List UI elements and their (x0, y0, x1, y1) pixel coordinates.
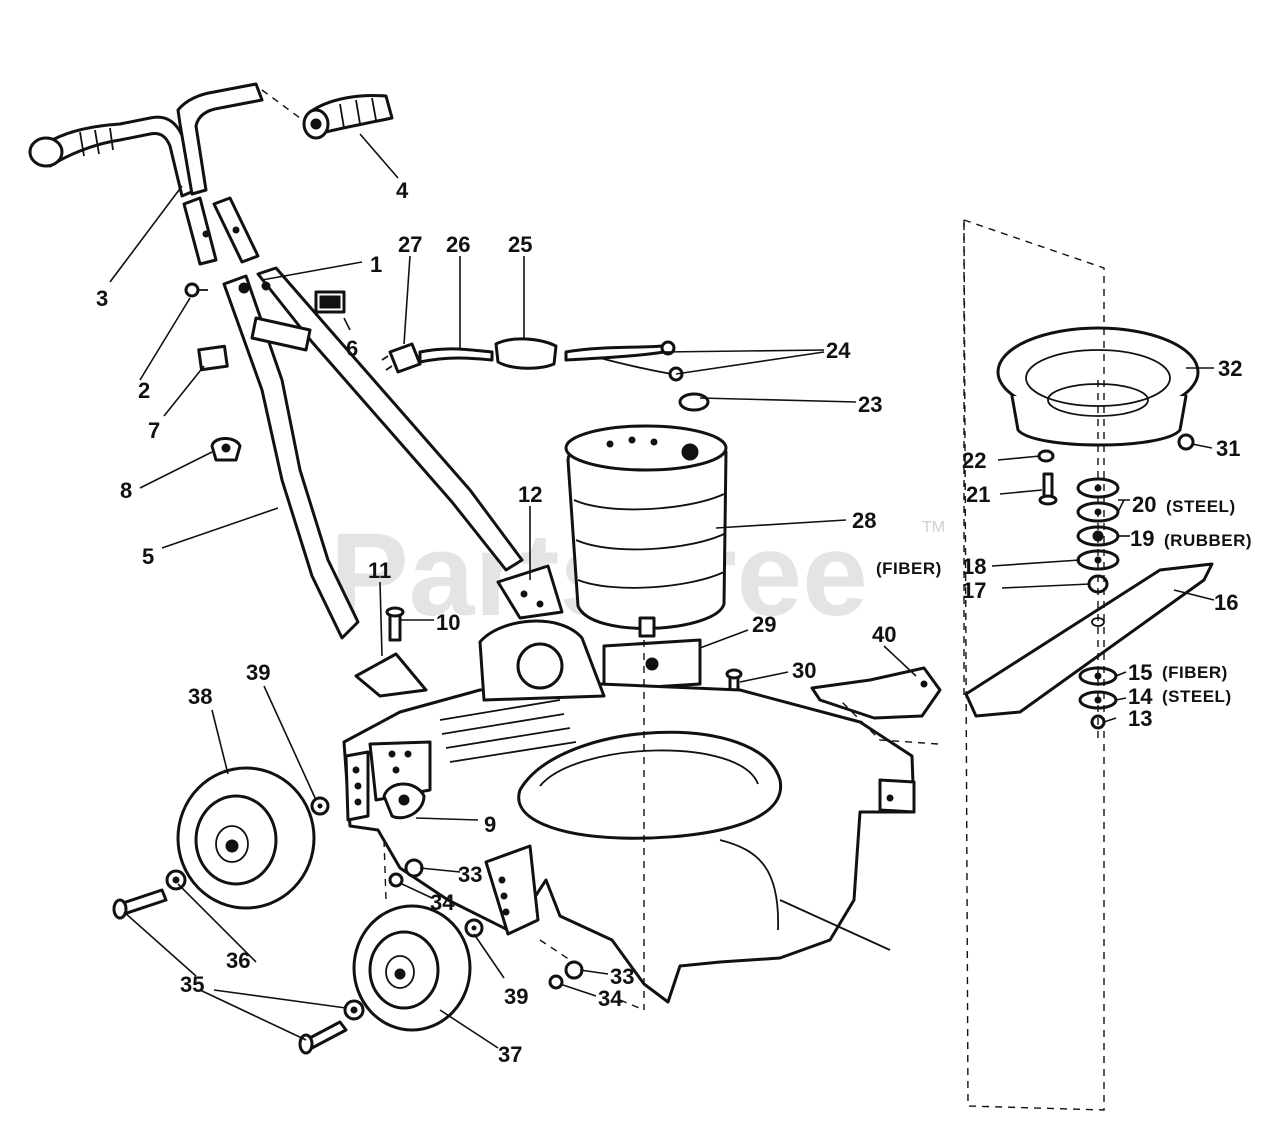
callout-32: 32 (1218, 356, 1242, 381)
note-rubber-19: (RUBBER) (1164, 531, 1252, 550)
callout-24: 24 (826, 338, 851, 363)
cord-assembly (381, 337, 684, 382)
callout-37: 37 (498, 1042, 522, 1067)
leader-lines (109, 133, 1215, 1049)
upper-handle (28, 82, 264, 198)
handle-grip (302, 94, 394, 140)
callout-10: 10 (436, 610, 460, 635)
callout-27: 27 (398, 232, 422, 257)
callout-12: 12 (518, 482, 542, 507)
washers-36 (165, 869, 365, 1021)
cap-23 (678, 392, 710, 412)
callout-31: 31 (1216, 436, 1240, 461)
callout-8: 8 (120, 478, 132, 503)
plate-29 (602, 638, 702, 692)
callout-20: 20 (1132, 492, 1156, 517)
fan-housing-32 (996, 326, 1200, 447)
callout-28: 28 (852, 508, 876, 533)
watermark-trademark: TM (922, 519, 945, 536)
handle-brackets (182, 196, 260, 266)
callout-34-upper: 34 (430, 890, 455, 915)
note-fiber-15: (FIBER) (1162, 663, 1228, 682)
motor-28 (564, 424, 728, 638)
note-steel-20: (STEEL) (1166, 497, 1236, 516)
nut-31 (1177, 433, 1195, 451)
callout-39-lower: 39 (504, 984, 528, 1009)
decal-6 (314, 290, 346, 314)
knob-8 (210, 437, 242, 462)
wheel-38 (176, 766, 316, 910)
callout-6: 6 (346, 336, 358, 361)
callout-13: 13 (1128, 706, 1152, 731)
callout-4: 4 (396, 178, 409, 203)
bolt-21 (1038, 472, 1058, 506)
callout-35: 35 (180, 972, 204, 997)
callout-33-upper: 33 (458, 862, 482, 887)
bracket-11 (354, 652, 428, 698)
callout-33-lower: 33 (610, 964, 634, 989)
callout-9: 9 (484, 812, 496, 837)
bolt-10 (385, 606, 405, 642)
callout-16: 16 (1214, 590, 1238, 615)
note-steel-14: (STEEL) (1162, 687, 1232, 706)
callout-1: 1 (370, 252, 382, 277)
callout-38: 38 (188, 684, 212, 709)
callout-11: 11 (368, 558, 391, 583)
callout-18: 18 (962, 554, 986, 579)
label-7 (197, 344, 229, 372)
bolts-35 (112, 888, 348, 1055)
callout-5: 5 (142, 544, 154, 569)
grass-deflector (478, 619, 606, 702)
lower-handle (222, 266, 524, 640)
wheel-37 (352, 904, 472, 1032)
washer-22 (1037, 449, 1055, 463)
note-fiber-18: (FIBER) (876, 559, 942, 578)
deck-housing (342, 682, 916, 1004)
callout-14: 14 (1128, 684, 1153, 709)
callout-30: 30 (792, 658, 816, 683)
callout-40: 40 (872, 622, 896, 647)
dashed-blade-axis (963, 219, 1105, 1111)
callout-39-upper: 39 (246, 660, 270, 685)
callout-26: 26 (446, 232, 470, 257)
callout-17: 17 (962, 578, 986, 603)
washers-39 (310, 796, 484, 938)
callout-3: 3 (96, 286, 108, 311)
callout-7: 7 (148, 418, 160, 443)
nuts-33-34 (388, 858, 584, 990)
callout-36: 36 (226, 948, 250, 973)
callout-34-lower: 34 (598, 986, 623, 1011)
callout-29: 29 (752, 612, 776, 637)
callout-2: 2 (138, 378, 150, 403)
callout-19: 19 (1130, 526, 1154, 551)
callout-22: 22 (962, 448, 986, 473)
bracket-40 (810, 666, 942, 720)
callout-25: 25 (508, 232, 532, 257)
callout-21: 21 (966, 482, 990, 507)
screw-2 (184, 282, 208, 298)
callout-15: 15 (1128, 660, 1152, 685)
bracket-12 (496, 564, 564, 620)
callout-23: 23 (858, 392, 882, 417)
